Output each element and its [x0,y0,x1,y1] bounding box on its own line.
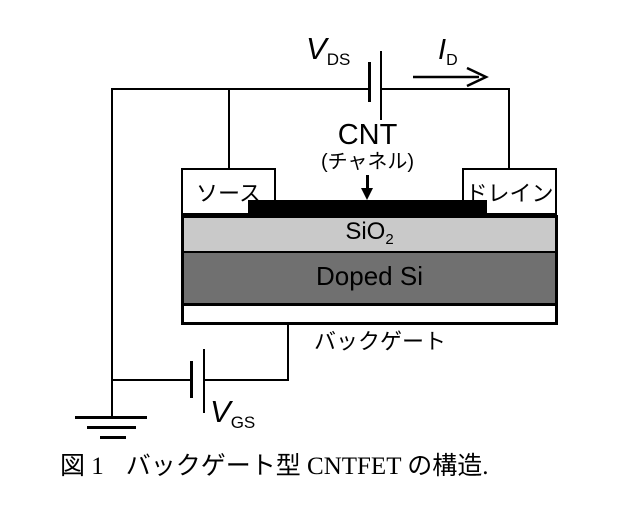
vgs-label: VGS [210,394,256,432]
vds-label: VDS [306,31,351,69]
vds-battery-long-plate-icon [380,51,382,120]
vds-battery-icon [368,62,371,102]
ground-icon-bottom-bar [100,436,126,439]
bottom-wire-left [111,379,191,381]
ground-icon [75,416,147,419]
left-wire-vertical [111,88,113,418]
sio2-subscript: 2 [385,231,394,248]
cnt-pointer-arrowhead-icon [361,188,373,200]
backgate-wire-vertical [287,323,289,381]
drain-wire-vertical [508,88,510,168]
top-wire-right [381,88,510,90]
id-subscript: D [446,52,458,69]
sio2-layer [184,218,555,253]
cnt-label: CNT [337,119,398,151]
drain-electrode-box: ドレイン [462,168,557,215]
source-wire-vertical [228,88,230,168]
bottom-wire-right [205,379,289,381]
doped-si-label: Doped Si [316,261,423,291]
top-wire-left [111,88,371,90]
doped-si-layer [184,253,555,306]
source-electrode-box: ソース [181,168,276,215]
device-substrate-box [181,215,558,325]
back-gate-label: バックゲート [313,329,446,354]
cnt-pointer-arrow-icon [366,175,369,189]
ground-icon-middle-bar [87,426,136,429]
figure-caption-text: バックゲート型 CNTFET の構造. [125,453,489,480]
sio2-label: SiO2 [345,218,394,248]
vgs-subscript: GS [230,413,256,432]
vds-subscript: DS [326,50,351,69]
cnt-channel-bar [248,200,487,216]
id-arrow-icon [413,66,489,88]
figure-caption: 図 1 バックゲート型 CNTFET の構造. [60,454,489,479]
vgs-battery-icon [190,361,193,398]
figure-number: 図 1 [60,453,104,480]
channel-label: (チャネル) [320,151,415,173]
id-label: ID [438,34,458,69]
vgs-battery-long-plate-icon [203,349,205,413]
